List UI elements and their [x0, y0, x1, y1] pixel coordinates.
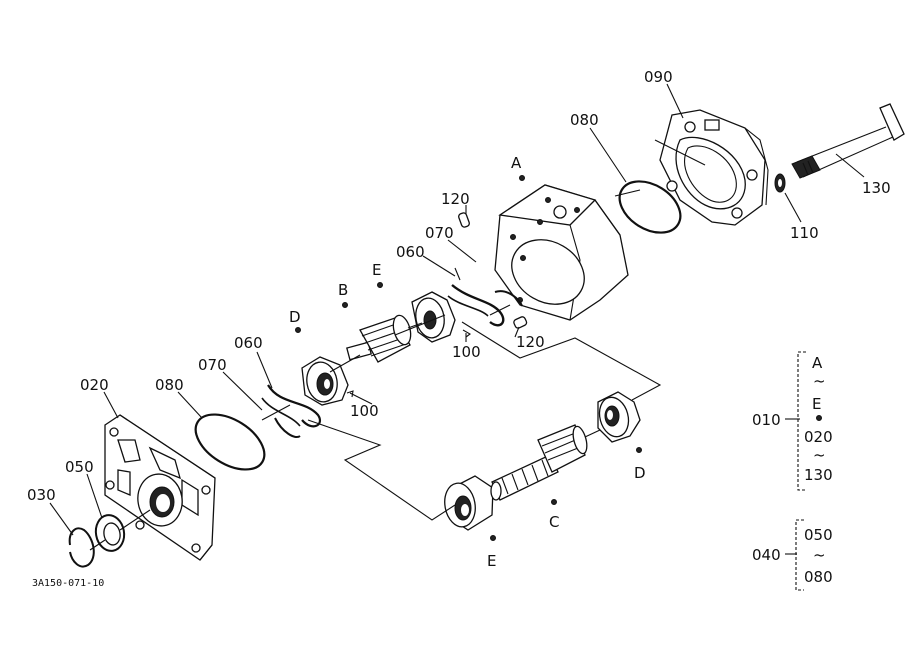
label-E-mid: E [372, 261, 381, 279]
label-D-right: D [634, 464, 646, 482]
o-ring-080-top [618, 180, 682, 234]
pin-120-mid [513, 316, 528, 329]
label-E-bottom: E [487, 552, 496, 570]
bushing-D-right [597, 391, 641, 443]
legend-010-code: 010 [752, 411, 781, 429]
legend-040-item-080: 080 [804, 568, 833, 586]
gear-B [346, 314, 423, 363]
bushing-E-mid [411, 291, 456, 343]
label-090: 090 [644, 68, 673, 86]
label-080-top: 080 [570, 111, 599, 129]
label-060-mid: 060 [396, 243, 425, 261]
legend-010-tilde-1: ~ [813, 372, 826, 390]
legend-040-item-050: 050 [804, 526, 833, 544]
legend-010-item-A: A [812, 354, 823, 372]
label-110: 110 [790, 224, 819, 242]
legend-010-tilde-2: ~ [813, 446, 826, 464]
flange-020 [104, 414, 216, 561]
seal-070-060-mid [447, 267, 523, 327]
label-070-left: 070 [198, 356, 227, 374]
bolt-130 [791, 103, 905, 179]
drawing-code: 3A150-071-10 [32, 578, 104, 589]
label-060-left: 060 [234, 334, 263, 352]
pin-120-top [458, 212, 470, 228]
gear-shaft-C [490, 424, 601, 501]
label-100-left: 100 [350, 402, 379, 420]
legend-group-040: 040 050 ~ 080 [752, 519, 833, 591]
legend-040-code: 040 [752, 546, 781, 564]
seal-050 [94, 514, 126, 552]
assembly-guide-lines [89, 139, 706, 551]
label-D-left: D [289, 308, 301, 326]
legend-010-item-E: E [812, 395, 821, 413]
leader-lines [49, 83, 865, 541]
label-030: 030 [27, 486, 56, 504]
label-B: B [338, 281, 348, 299]
key-100-mid [462, 329, 471, 338]
cover-090 [659, 109, 769, 226]
bushing-E-bottom [444, 475, 494, 531]
legend-group-010: 010 A ~ E 020 ~ 130 [752, 351, 833, 491]
label-070-mid: 070 [425, 224, 454, 242]
label-120-top: 120 [441, 190, 470, 208]
seal-070-060-left [261, 384, 321, 438]
label-120-mid: 120 [516, 333, 545, 351]
legend-010-item-020: 020 [804, 428, 833, 446]
snap-ring-030 [68, 527, 95, 568]
label-080-left: 080 [155, 376, 184, 394]
key-100-left [346, 390, 354, 398]
label-130: 130 [862, 179, 891, 197]
label-050: 050 [65, 458, 94, 476]
label-100-mid: 100 [452, 343, 481, 361]
label-C: C [549, 513, 559, 531]
o-ring-080-left [194, 413, 266, 471]
label-020: 020 [80, 376, 109, 394]
bushing-D-left [301, 356, 349, 406]
legend-040-tilde: ~ [813, 546, 826, 564]
legend-010-item-130: 130 [804, 466, 833, 484]
housing-A [494, 184, 629, 321]
label-A: A [511, 154, 522, 172]
